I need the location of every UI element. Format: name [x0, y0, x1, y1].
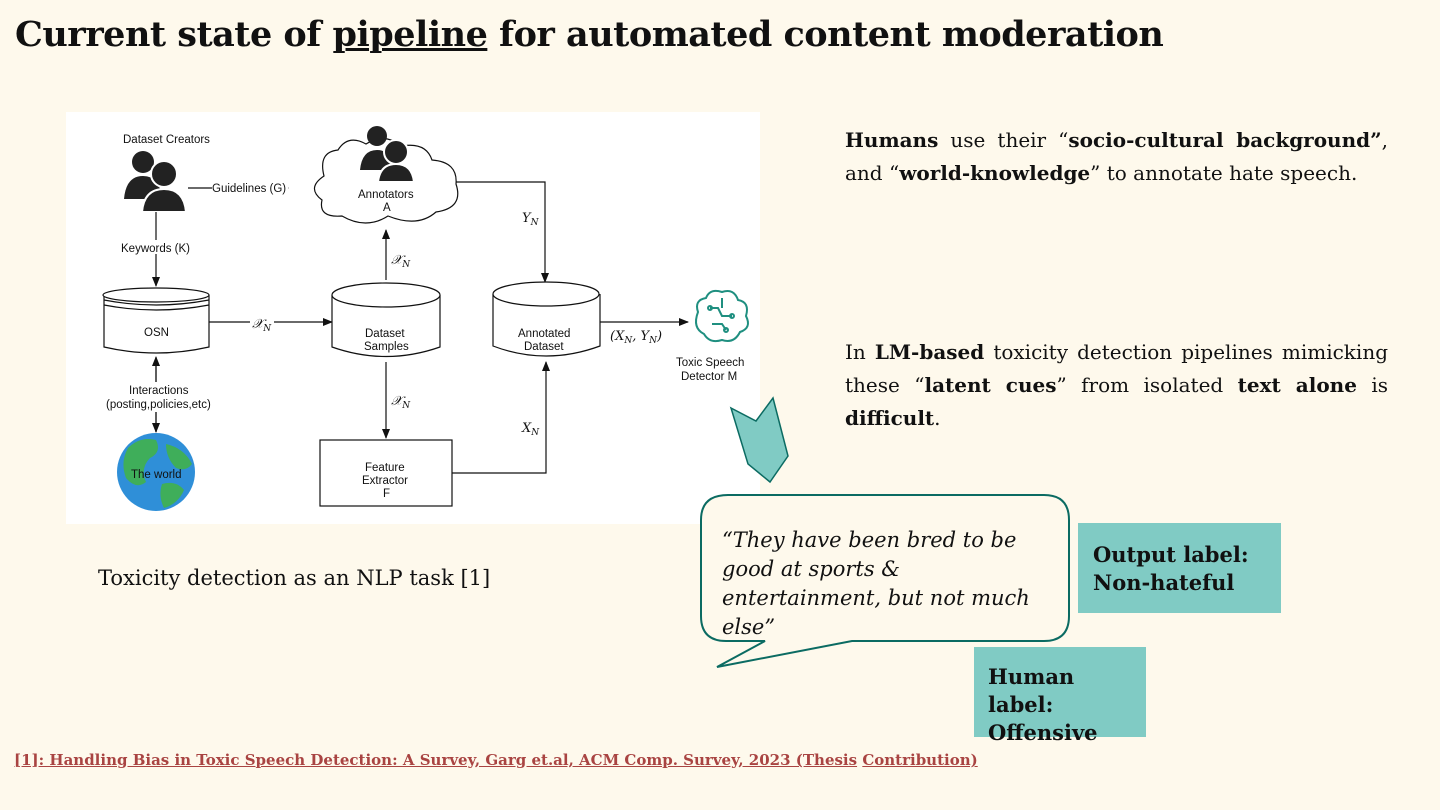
- speech-bubble: [700, 494, 1070, 668]
- output-label-value: Non-hateful: [1093, 570, 1235, 595]
- yn-label: YN: [522, 211, 540, 228]
- annotated-label-1: Annotated: [518, 328, 570, 340]
- interactions-label-1: Interactions: [129, 385, 189, 397]
- annotated-label-2: Dataset: [524, 341, 564, 353]
- paragraph-humans: Humans use their “socio-cultural backgro…: [845, 128, 1388, 185]
- slide-title: Current state of pipeline for automated …: [15, 14, 1164, 55]
- pair-label: (XN, YN): [610, 329, 662, 346]
- arrow-shape: [729, 396, 789, 484]
- feature-label-3: F: [383, 488, 390, 500]
- annotated-dataset-database: [492, 281, 601, 357]
- osn-database: [102, 287, 210, 354]
- feature-extractor-box: [319, 439, 453, 507]
- toxic-label-2: Detector M: [681, 371, 737, 383]
- dataset-creators-label: Dataset Creators: [123, 134, 210, 146]
- human-label-title: Human label:: [988, 664, 1075, 717]
- human-label-box: Human label: Offensive: [974, 647, 1146, 745]
- annotators-people-icon: [360, 126, 416, 183]
- reference-link[interactable]: [1]: Handling Bias in Toxic Speech Detec…: [14, 751, 978, 769]
- dataset-samples-database: [331, 282, 441, 358]
- pipeline-diagram: Dataset Creators Guidelines (G) Annotato…: [66, 112, 760, 524]
- annotators-label: Annotators: [358, 189, 414, 201]
- osn-label: OSN: [144, 327, 169, 339]
- output-label-title: Output label:: [1093, 542, 1249, 567]
- brain-chip-icon: [695, 289, 749, 343]
- dataset-samples-label-2: Samples: [364, 341, 409, 353]
- feature-label-1: Feature: [365, 462, 405, 474]
- interactions-label-2: (posting,policies,etc): [106, 399, 211, 411]
- paragraph-lm-based: In LM-based toxicity detection pipelines…: [845, 340, 1389, 430]
- xn-label-4: XN: [521, 421, 540, 438]
- title-link[interactable]: pipeline: [332, 14, 488, 55]
- feature-label-2: Extractor: [362, 475, 408, 487]
- diagram-caption: Toxicity detection as an NLP task [1]: [98, 566, 491, 590]
- world-label: The world: [131, 469, 182, 481]
- annotators-symbol: A: [383, 202, 391, 214]
- guidelines-label: Guidelines (G): [212, 183, 286, 195]
- globe-icon: [117, 433, 195, 511]
- toxic-label-1: Toxic Speech: [676, 357, 744, 369]
- output-label-box: Output label: Non-hateful: [1078, 523, 1281, 613]
- people-icon: [124, 151, 188, 213]
- quote-text: “They have been bred to be good at sport…: [722, 528, 1030, 639]
- dataset-samples-label-1: Dataset: [365, 328, 405, 340]
- human-label-value: Offensive: [988, 720, 1098, 745]
- keywords-label: Keywords (K): [121, 243, 190, 255]
